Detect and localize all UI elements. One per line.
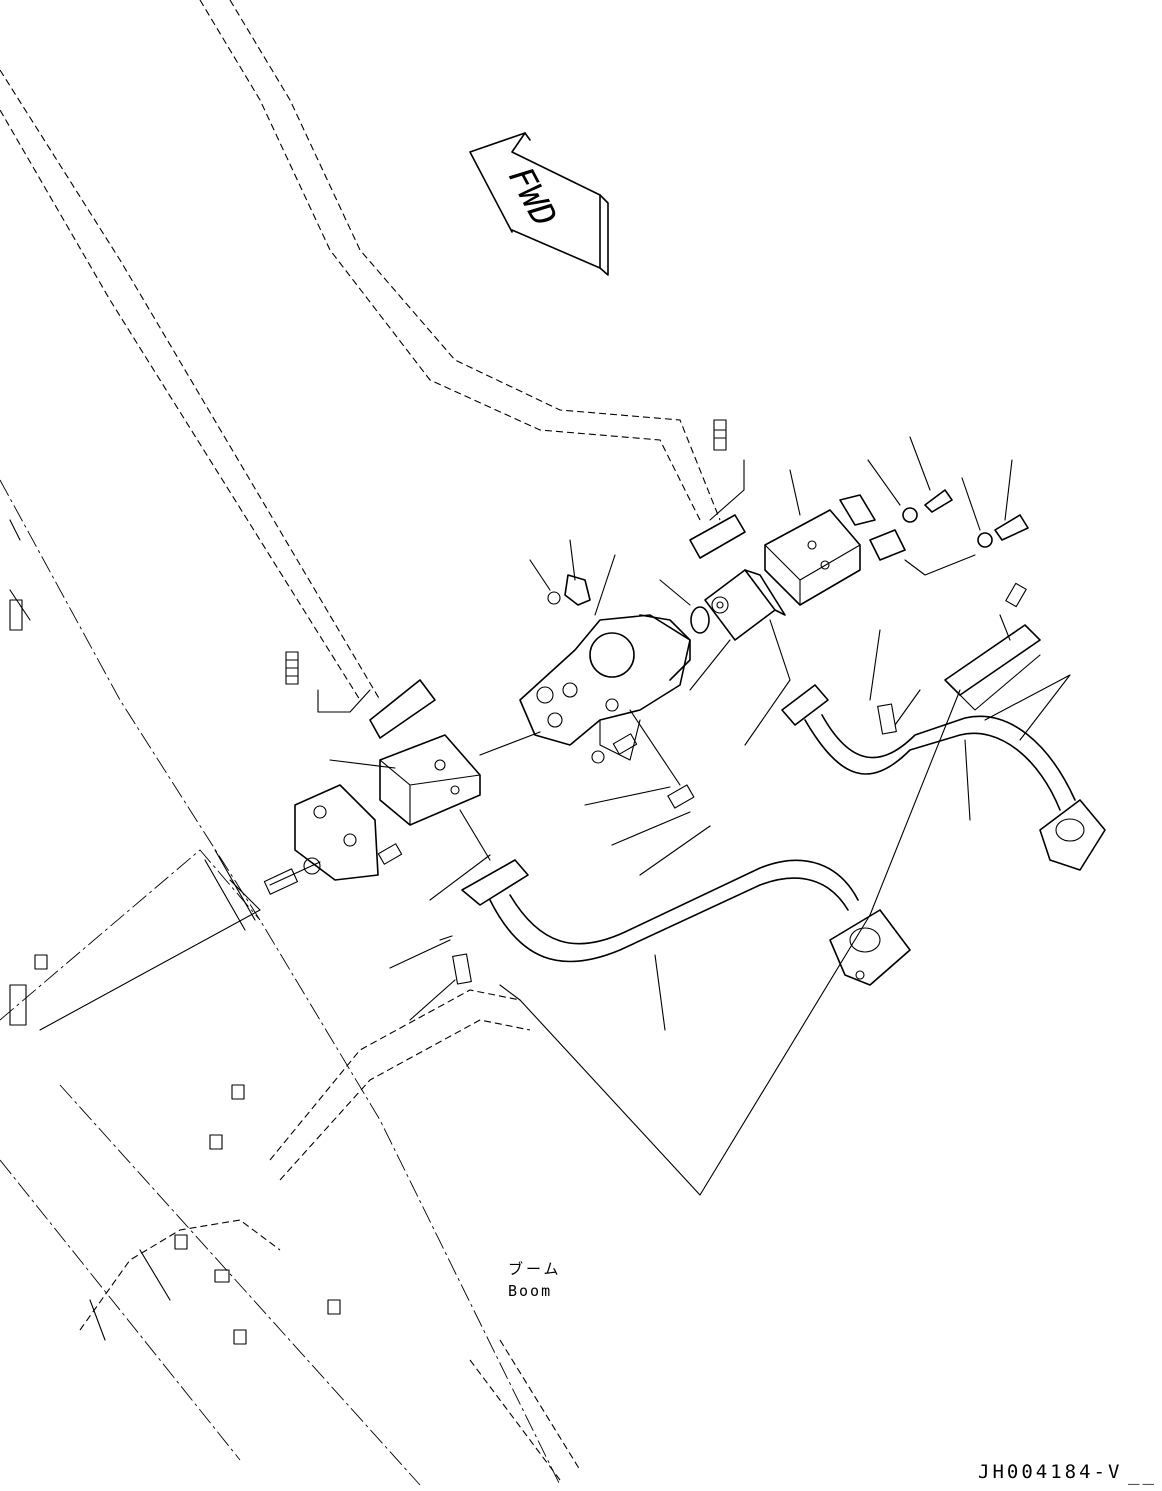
lower-pipe-large <box>439 859 911 1031</box>
boom-outline <box>0 0 721 1486</box>
left-bracket-assembly <box>263 734 481 895</box>
right-bracket-plate <box>764 436 1029 606</box>
upper-right-block <box>689 569 786 691</box>
drawing-code: JH004184-V <box>978 1461 1122 1483</box>
fwd-direction-arrow: FWD <box>469 132 609 276</box>
central-valve-body <box>479 614 691 764</box>
upper-right-bolt <box>689 419 746 559</box>
right-clamp-bracket <box>944 582 1041 711</box>
upper-left-bolt <box>285 651 436 739</box>
leader-lines <box>499 914 871 1196</box>
right-pipe <box>781 674 1106 916</box>
part-label-jp: ブーム <box>508 1260 562 1278</box>
drawing-code-suffix: __ <box>1128 1463 1157 1485</box>
small-fasteners <box>39 619 921 1031</box>
part-label-en: Boom <box>508 1282 552 1300</box>
fwd-arrow-text: FWD <box>500 160 564 233</box>
boom-detail-marks <box>9 599 341 1345</box>
elbow-fitting-top <box>529 539 710 634</box>
